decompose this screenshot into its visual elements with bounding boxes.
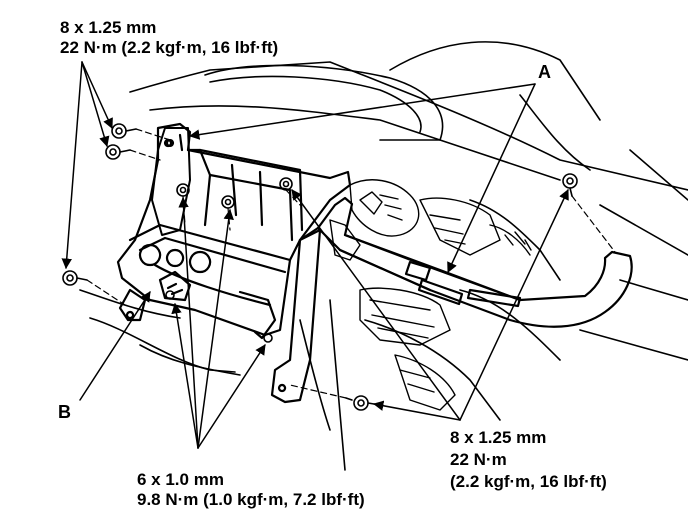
bolt-top-left-1 xyxy=(111,123,137,139)
bolt-bottom xyxy=(345,395,381,411)
leader-right-2 xyxy=(459,189,569,421)
leader-bottom-2 xyxy=(197,208,234,449)
leader-a-2 xyxy=(447,83,536,273)
bolt-left xyxy=(62,270,88,286)
leader-bottom-1 xyxy=(178,196,199,449)
bottom-center-bolt-torque: 9.8 N·m (1.0 kgf·m, 7.2 lbf·ft) xyxy=(137,490,365,509)
leader-bottom-4 xyxy=(197,344,266,449)
leader-bottom-3 xyxy=(171,302,199,449)
leader-b xyxy=(79,291,151,401)
bolt-right xyxy=(562,173,578,197)
leader-top-left-3 xyxy=(61,61,83,270)
left-upright-bracket xyxy=(151,127,191,236)
bottom-center-bolt-size: 6 x 1.0 mm xyxy=(137,470,224,489)
leader-lines xyxy=(61,61,569,449)
bolts xyxy=(62,123,578,411)
bottom-right-bolt-torque: 22 N·m xyxy=(450,450,507,469)
bolt-b-2 xyxy=(263,333,273,343)
bottom-right-bolt-size: 8 x 1.25 mm xyxy=(450,428,547,447)
leader-right-3 xyxy=(372,400,461,421)
leader-top-left-2 xyxy=(81,61,110,148)
leader-a-1 xyxy=(188,83,536,140)
cross-member-a xyxy=(270,196,633,404)
callout-a-label: A xyxy=(538,62,551,82)
bolt-top-left-2 xyxy=(105,144,131,160)
leader-top-left-1 xyxy=(81,61,113,129)
component-cluster xyxy=(329,179,532,411)
top-left-bolt-size: 8 x 1.25 mm xyxy=(60,18,157,37)
callout-b-label: B xyxy=(58,402,71,422)
bolt-panel-2 xyxy=(221,195,235,209)
bolt-b-1 xyxy=(165,290,175,300)
center-bracket-frame xyxy=(116,122,352,340)
top-left-bolt-torque: 22 N·m (2.2 kgf·m, 16 lbf·ft) xyxy=(60,38,279,57)
bottom-right-bolt-torque-detail: (2.2 kgf·m, 16 lbf·ft) xyxy=(450,472,607,491)
leader-right-1 xyxy=(291,189,461,421)
